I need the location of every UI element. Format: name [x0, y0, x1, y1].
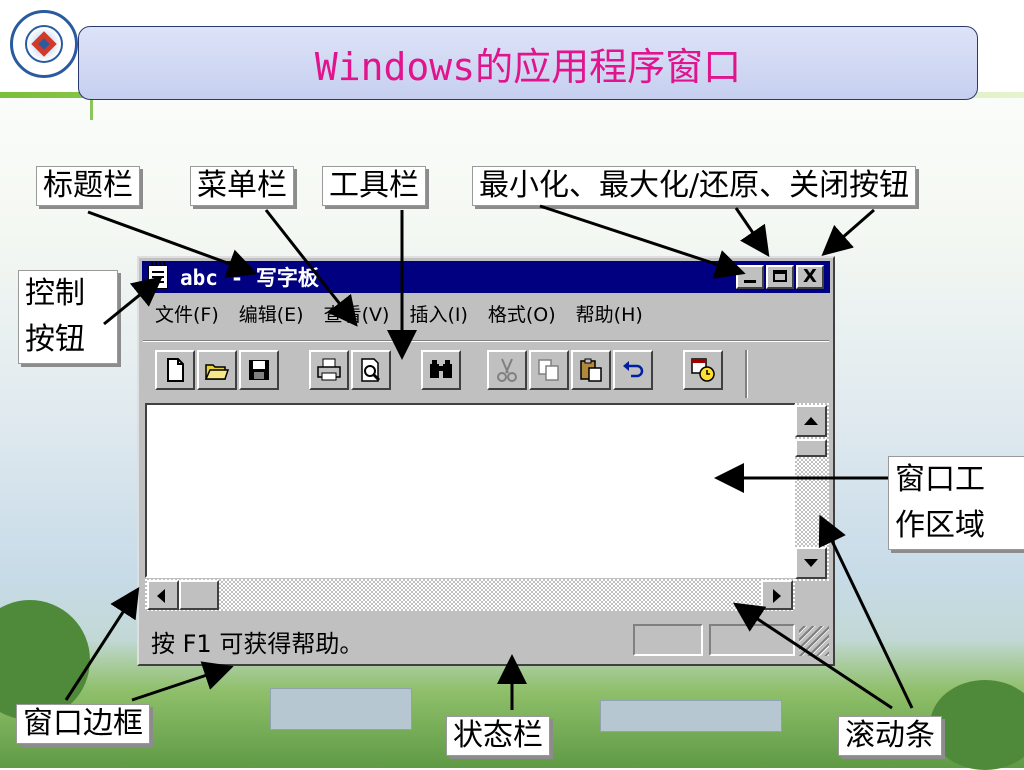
save-disk-icon — [249, 360, 269, 380]
school-logo-icon — [10, 10, 78, 78]
status-text: 按 F1 可获得帮助。 — [151, 630, 364, 658]
menu-bar: 文件(F) 编辑(E) 查看(V) 插入(I) 格式(O) 帮助(H) — [145, 300, 653, 330]
print-button[interactable] — [309, 350, 349, 390]
new-button[interactable] — [155, 350, 195, 390]
copy-button[interactable] — [529, 350, 569, 390]
save-button[interactable] — [239, 350, 279, 390]
label-control-button: 控制 按钮 — [18, 270, 118, 364]
background-tree — [930, 680, 1024, 770]
paste-icon — [580, 358, 602, 382]
scroll-up-button[interactable] — [795, 405, 827, 437]
label-control-button-line2: 按钮 — [25, 322, 85, 357]
wordpad-window[interactable]: abc - 写字板 X 文件(F) 编辑(E) 查看(V) 插入(I) 格式(O… — [137, 256, 835, 666]
document-work-area[interactable] — [145, 403, 796, 578]
insert-date-time-icon — [691, 358, 715, 382]
menu-edit[interactable]: 编辑(E) — [238, 304, 304, 326]
resize-grip-icon[interactable] — [799, 626, 829, 656]
menu-format[interactable]: 格式(O) — [487, 304, 556, 326]
maximize-button[interactable] — [766, 265, 794, 289]
arrow-maximize — [734, 207, 770, 257]
minimize-button[interactable] — [736, 265, 764, 289]
menu-view[interactable]: 查看(V) — [323, 304, 390, 326]
label-control-button-line1: 控制 — [25, 276, 85, 311]
copy-icon — [538, 359, 559, 381]
paste-button[interactable] — [571, 350, 611, 390]
vertical-scrollbar[interactable] — [795, 403, 829, 581]
open-button[interactable] — [197, 350, 237, 390]
label-work-area-line2: 作区域 — [895, 508, 985, 543]
scroll-left-button[interactable] — [147, 580, 179, 610]
menu-file[interactable]: 文件(F) — [155, 304, 219, 326]
cut-button[interactable] — [487, 350, 527, 390]
window-title-bar[interactable]: abc - 写字板 X — [142, 261, 830, 293]
close-icon: X — [803, 266, 817, 287]
scroll-down-button[interactable] — [795, 547, 827, 579]
arrow-close — [821, 208, 875, 256]
find-button[interactable] — [421, 350, 461, 390]
menu-insert[interactable]: 插入(I) — [409, 304, 468, 326]
arrow-left-icon — [157, 589, 165, 603]
find-binoculars-icon — [430, 360, 452, 378]
print-icon — [317, 358, 341, 381]
slide-title-box: Windows的应用程序窗口 — [78, 26, 978, 100]
undo-icon — [623, 361, 644, 378]
status-bar: 按 F1 可获得帮助。 — [143, 620, 833, 660]
label-scroll-bar: 滚动条 — [838, 716, 942, 756]
menu-help[interactable]: 帮助(H) — [575, 304, 643, 326]
open-folder-icon — [204, 364, 230, 380]
scroll-right-button[interactable] — [761, 580, 793, 610]
label-toolbar: 工具栏 — [322, 166, 426, 206]
label-work-area: 窗口工 作区域 — [888, 456, 1024, 550]
window-title: abc - 写字板 — [180, 266, 319, 290]
insert-date-time-button[interactable] — [683, 350, 723, 390]
notepad-control-icon[interactable] — [148, 262, 168, 289]
new-document-icon — [167, 358, 184, 382]
label-status-bar: 状态栏 — [446, 716, 550, 756]
menu-separator — [143, 340, 829, 342]
cut-scissors-icon — [497, 358, 517, 382]
close-button[interactable]: X — [796, 265, 824, 289]
window-buttons: X — [736, 265, 824, 289]
label-menu-bar: 菜单栏 — [190, 166, 294, 206]
slide-title: Windows的应用程序窗口 — [314, 44, 742, 89]
undo-button[interactable] — [613, 350, 653, 390]
print-preview-icon — [361, 358, 381, 382]
background-building — [600, 700, 782, 732]
print-preview-button[interactable] — [351, 350, 391, 390]
horizontal-scroll-thumb[interactable] — [179, 580, 219, 610]
label-title-bar: 标题栏 — [36, 166, 140, 206]
toolbar-separator — [745, 350, 748, 398]
arrow-right-icon — [773, 589, 781, 603]
background-building — [270, 688, 412, 730]
vertical-scroll-thumb[interactable] — [795, 439, 827, 457]
label-work-area-line1: 窗口工 — [895, 462, 985, 497]
status-pane — [709, 624, 795, 656]
label-window-buttons: 最小化、最大化/还原、关闭按钮 — [472, 166, 917, 206]
label-window-border: 窗口边框 — [16, 704, 150, 744]
header-green-tick — [90, 98, 93, 120]
arrow-up-icon — [804, 417, 818, 425]
status-pane — [633, 624, 703, 656]
horizontal-scrollbar[interactable] — [145, 579, 795, 611]
arrow-down-icon — [804, 559, 818, 567]
